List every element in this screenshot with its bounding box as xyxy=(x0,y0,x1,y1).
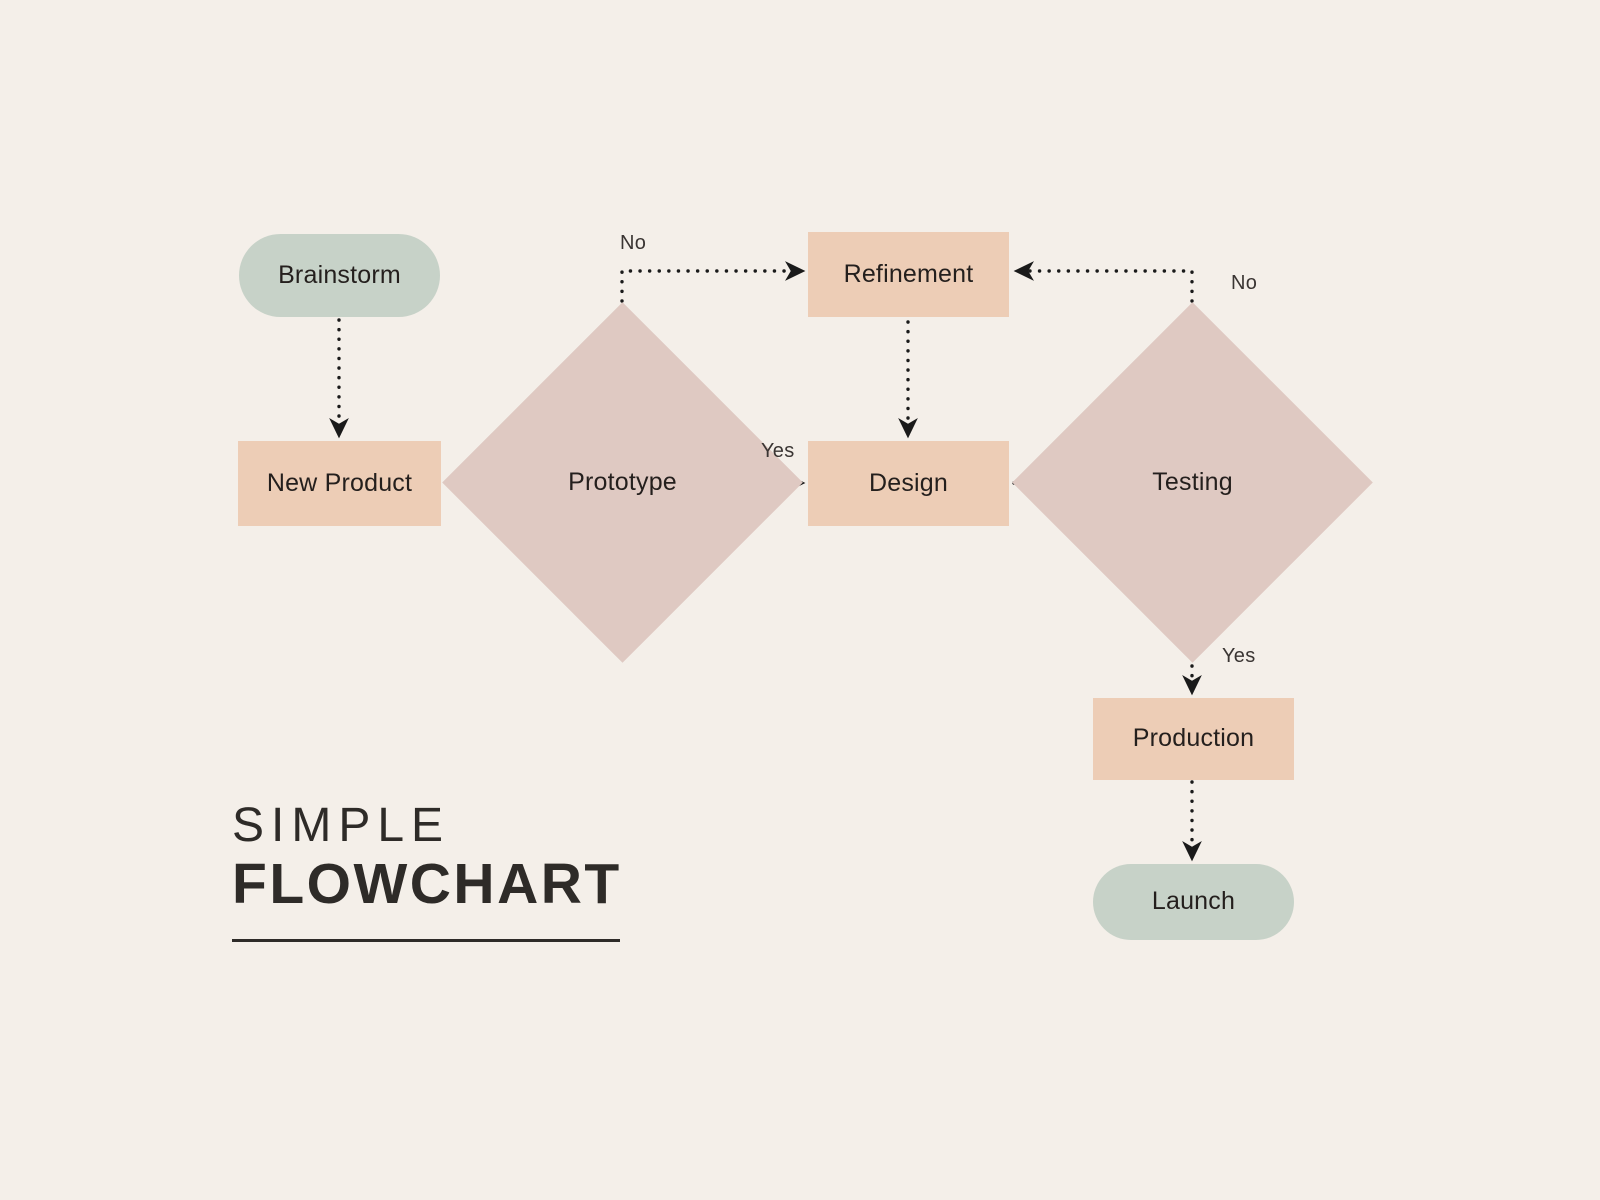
node-prototype[interactable]: Prototype xyxy=(442,302,803,663)
node-launch[interactable]: Launch xyxy=(1093,864,1294,940)
node-brainstorm[interactable]: Brainstorm xyxy=(239,234,440,317)
node-new-product-label: New Product xyxy=(266,468,413,497)
node-launch-label: Launch xyxy=(1151,887,1236,916)
node-production[interactable]: Production xyxy=(1093,698,1294,780)
node-design-label: Design xyxy=(868,468,949,497)
title-line-simple: SIMPLE xyxy=(232,799,451,852)
node-brainstorm-label: Brainstorm xyxy=(278,260,401,289)
title-block: SIMPLE FLOWCHART xyxy=(232,799,652,943)
node-refinement[interactable]: Refinement xyxy=(808,232,1009,317)
edge-label-no-prototype: No xyxy=(620,232,647,254)
edge-label-yes-testing: Yes xyxy=(1222,645,1256,667)
node-refinement-label: Refinement xyxy=(843,259,974,288)
title-underline xyxy=(232,939,620,943)
node-design[interactable]: Design xyxy=(808,441,1009,526)
node-new-product[interactable]: New Product xyxy=(238,441,441,526)
edge-label-yes-prototype: Yes xyxy=(761,440,795,462)
title-line-flowchart: FLOWCHART xyxy=(232,851,622,916)
node-testing-label: Testing xyxy=(1152,468,1233,496)
node-production-label: Production xyxy=(1132,724,1255,753)
node-prototype-label: Prototype xyxy=(568,468,677,496)
node-testing[interactable]: Testing xyxy=(1012,302,1373,663)
edge-label-no-testing: No xyxy=(1231,272,1258,294)
